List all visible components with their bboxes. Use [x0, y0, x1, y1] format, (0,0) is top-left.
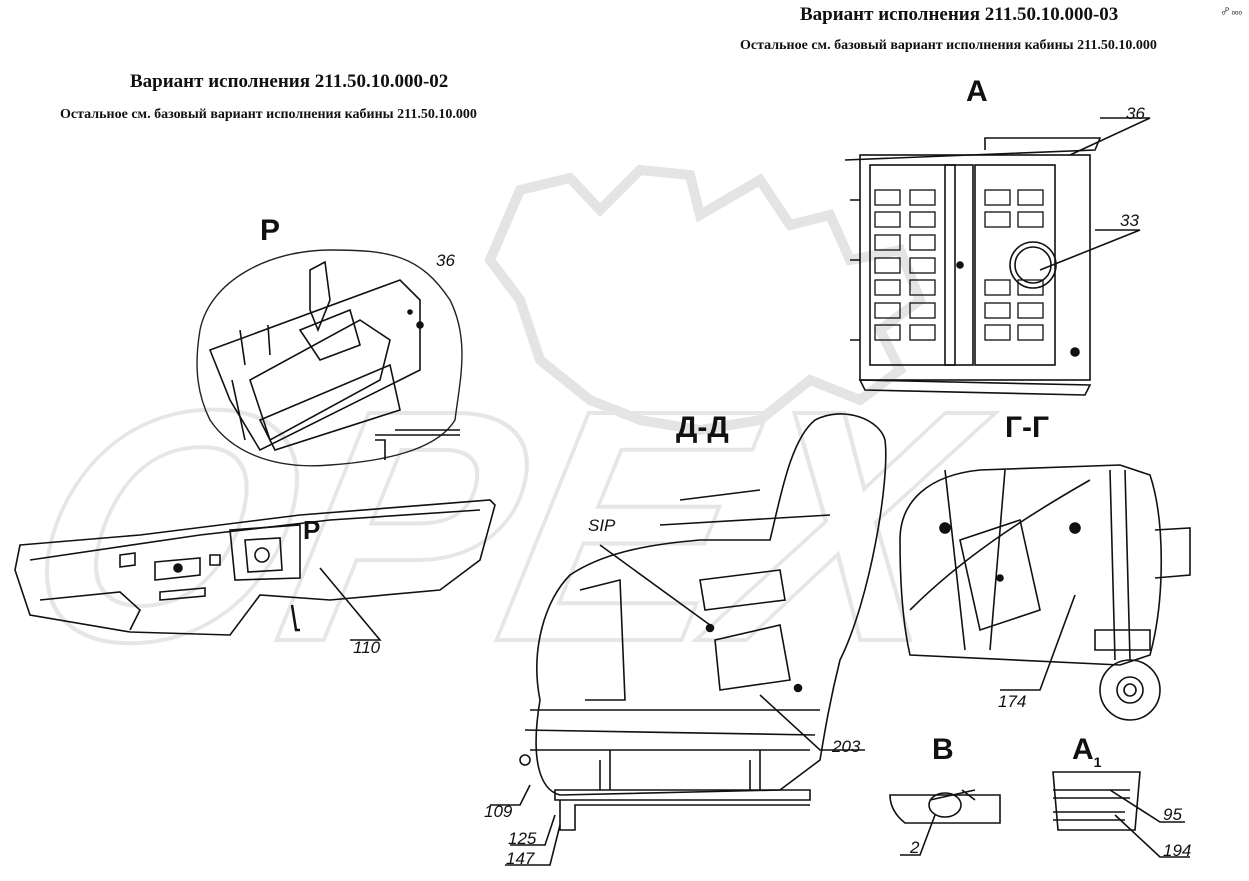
callout-194: 194 — [1163, 841, 1192, 860]
watermark-text: OPEX — [0, 341, 1012, 710]
label-view-g: Г-Г — [1005, 411, 1050, 444]
callout-36-p: 36 — [436, 251, 455, 270]
callout-147: 147 — [506, 849, 535, 868]
label-view-a1-sub: 1 — [1093, 754, 1102, 770]
callout-174: 174 — [998, 692, 1027, 711]
callout-33: 33 — [1120, 211, 1139, 230]
variant-03-note: Остальное см. базовый вариант исполнения… — [740, 38, 1157, 53]
label-view-a1: А1 — [1072, 733, 1101, 770]
view-g-section — [899, 464, 1191, 721]
variant-02-note: Остальное см. базовый вариант исполнения… — [60, 107, 477, 122]
view-d-seat — [490, 413, 887, 866]
callout-2: 2 — [910, 838, 920, 857]
view-a — [844, 117, 1151, 396]
callout-95: 95 — [1163, 805, 1182, 824]
callout-sip: SIP — [588, 516, 616, 535]
label-view-p-detail: Р — [260, 214, 281, 247]
label-view-a1-letter: А — [1072, 733, 1094, 766]
label-view-p-main: Р — [303, 515, 321, 545]
label-view-a: А — [966, 75, 988, 108]
corner-mark: ₒᴾ ₒₒₒ — [1222, 6, 1242, 16]
variant-02-title: Вариант исполнения 211.50.10.000-02 — [130, 71, 449, 92]
callout-36-a: 36 — [1126, 104, 1145, 123]
variant-03-title: Вариант исполнения 211.50.10.000-03 — [800, 4, 1119, 25]
view-a1 — [1052, 771, 1190, 858]
label-view-v: В — [932, 733, 954, 766]
main-p-view — [14, 499, 496, 641]
callout-110: 110 — [353, 638, 381, 657]
label-view-d: Д-Д — [676, 411, 729, 444]
callout-109: 109 — [484, 802, 513, 821]
callout-203: 203 — [832, 737, 861, 756]
detail-p-view — [196, 249, 463, 467]
view-b — [889, 789, 1001, 856]
callout-125: 125 — [508, 829, 537, 848]
